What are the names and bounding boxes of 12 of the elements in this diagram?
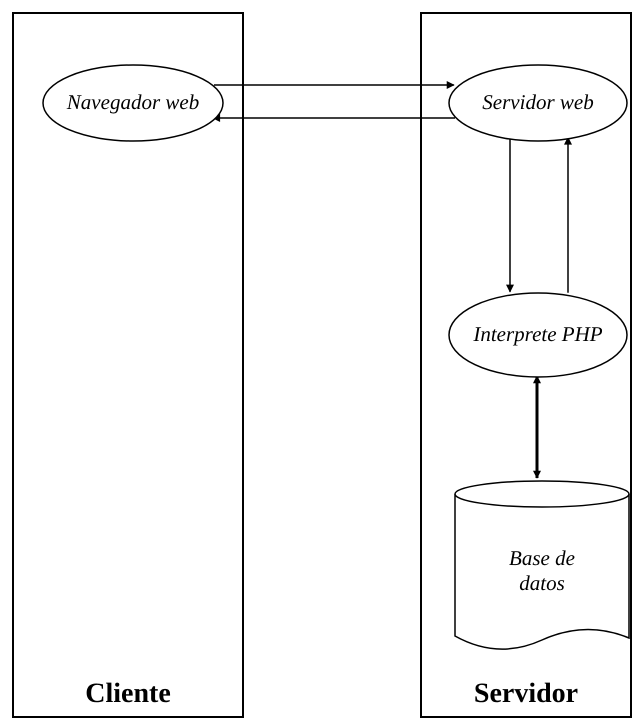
arrow: [564, 136, 572, 293]
node-label: Servidor web: [481, 90, 595, 116]
column-heading: Cliente: [84, 678, 172, 710]
node-label: Interprete PHP: [472, 322, 604, 348]
node-label: Navegador web: [66, 90, 200, 116]
column-panel: [12, 12, 244, 718]
column-panel: [420, 12, 632, 718]
node-label: Base de datos: [508, 546, 576, 596]
arrow: [533, 375, 541, 479]
arrow: [214, 81, 455, 89]
arrow: [506, 138, 514, 293]
column-heading: Servidor: [472, 678, 580, 710]
